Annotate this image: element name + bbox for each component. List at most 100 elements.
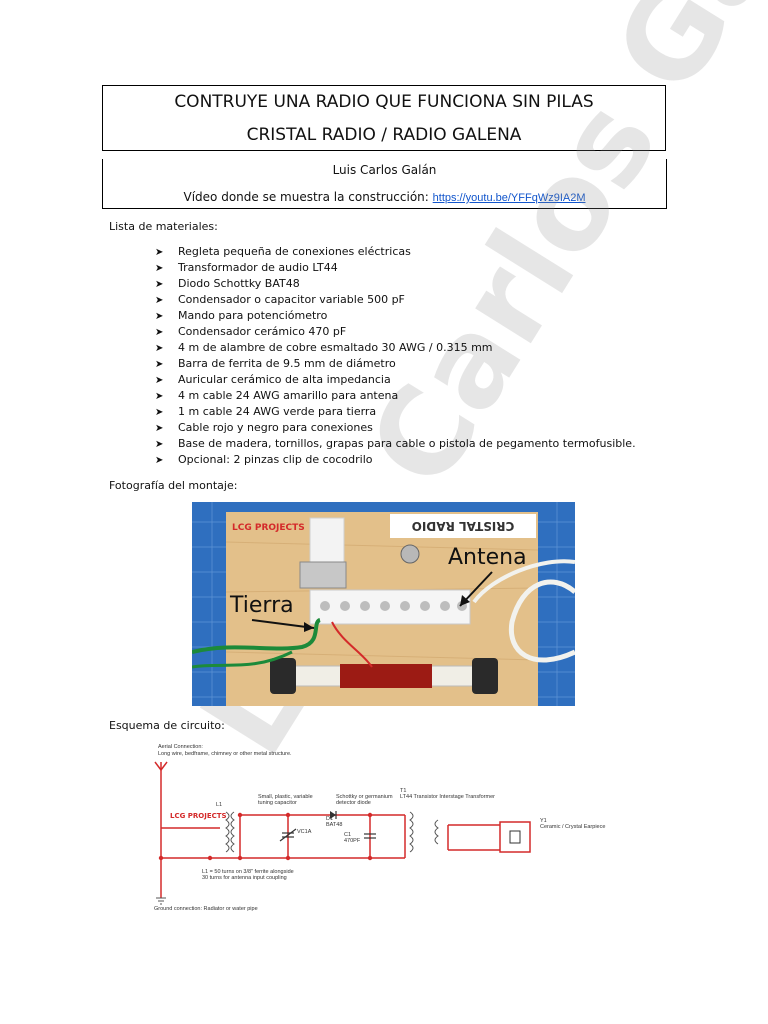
video-link[interactable]: https://youtu.be/YFFqWz9IA2M bbox=[432, 192, 586, 204]
list-item-text: Transformador de audio LT44 bbox=[178, 261, 338, 274]
arrow-bullet-icon: ➤ bbox=[155, 295, 164, 306]
arrow-bullet-icon: ➤ bbox=[155, 247, 164, 258]
arrow-bullet-icon: ➤ bbox=[155, 391, 164, 402]
list-item: ➤ Opcional: 2 pinzas clip de cocodrilo bbox=[155, 452, 636, 468]
ground-wire bbox=[192, 618, 322, 654]
list-item: ➤ 4 m de alambre de cobre esmaltado 30 AW… bbox=[155, 340, 636, 356]
right-clamp bbox=[472, 658, 498, 694]
list-item-text: Condensador o capacitor variable 500 pF bbox=[178, 293, 405, 306]
title-line-1: CONTRUYE UNA RADIO QUE FUNCIONA SIN PILA… bbox=[174, 92, 594, 112]
antenna-symbol bbox=[154, 761, 168, 858]
left-clamp bbox=[270, 658, 296, 694]
tierra-arrow bbox=[251, 619, 315, 629]
list-item-text: Base de madera, tornillos, grapas para c… bbox=[178, 437, 636, 450]
antenna-wire bbox=[508, 579, 575, 663]
earpiece-label: Ceramic / Crystal Earpiece bbox=[540, 824, 605, 830]
board-label: CRISTAL RADIO bbox=[412, 519, 515, 533]
schematic-heading: Esquema de circuito: bbox=[109, 719, 225, 732]
transformer-secondary bbox=[434, 819, 439, 845]
assembly-photo: CRISTAL RADIO LCG PROJECTS Tierra Antena bbox=[192, 502, 575, 706]
list-item-text: Condensador cerámico 470 pF bbox=[178, 325, 347, 338]
materials-heading: Lista de materiales: bbox=[109, 220, 218, 233]
aerial-desc: Long wire, bedframe, chimney or other me… bbox=[158, 751, 292, 757]
list-item: ➤ Auricular cerámico de alta impedancia bbox=[155, 372, 636, 388]
coil-note-1: L1 = 50 turns on 3/8" ferrite alongside bbox=[202, 869, 294, 875]
y1-label: Y1 bbox=[540, 818, 547, 824]
c1-label: C1 bbox=[344, 832, 351, 838]
author-name: Luis Carlos Galán bbox=[332, 163, 437, 177]
list-item: ➤ Cable rojo y negro para conexiones bbox=[155, 420, 636, 436]
list-item-text: Opcional: 2 pinzas clip de cocodrilo bbox=[178, 453, 373, 466]
list-item-text: Regleta pequeña de conexiones eléctricas bbox=[178, 245, 411, 258]
earpiece-symbol bbox=[499, 821, 531, 853]
knob bbox=[400, 544, 420, 564]
arrow-bullet-icon: ➤ bbox=[155, 375, 164, 386]
arrow-bullet-icon: ➤ bbox=[155, 263, 164, 274]
ground-symbol bbox=[156, 897, 166, 905]
red-wire bbox=[331, 621, 373, 668]
aerial-label: Aerial Connection: bbox=[158, 744, 203, 750]
tierra-label: Tierra bbox=[229, 593, 294, 618]
list-item-text: 4 m de alambre de cobre esmaltado 30 AWG… bbox=[178, 341, 493, 354]
arrow-bullet-icon: ➤ bbox=[155, 359, 164, 370]
d1-label: D1 bbox=[326, 816, 333, 822]
title-line-2: CRISTAL RADIO / RADIO GALENA bbox=[246, 125, 522, 145]
arrow-bullet-icon: ➤ bbox=[155, 327, 164, 338]
video-label: Vídeo donde se muestra la construcción: bbox=[183, 190, 429, 204]
cap-desc-2: tuning capacitor bbox=[258, 800, 297, 806]
variable-capacitor bbox=[299, 561, 347, 589]
junction-dots bbox=[158, 812, 373, 861]
label-strip bbox=[390, 514, 536, 538]
t1-label: T1 bbox=[400, 788, 406, 794]
transformer-primary bbox=[409, 811, 414, 853]
ground-label: Ground connection: Radiator or water pip… bbox=[154, 906, 258, 912]
diode-d1 bbox=[330, 811, 337, 819]
list-item: ➤ 4 m cable 24 AWG amarillo para antena bbox=[155, 388, 636, 404]
list-item: ➤ Barra de ferrita de 9.5 mm de diámetro bbox=[155, 356, 636, 372]
capacitor-vc1a bbox=[279, 828, 297, 842]
list-item-text: Auricular cerámico de alta impedancia bbox=[178, 373, 391, 386]
transformer-label: LT44 Transistor Interstage Transformer bbox=[400, 794, 495, 800]
list-item: ➤ 1 m cable 24 AWG verde para tierra bbox=[155, 404, 636, 420]
list-item: ➤ Regleta pequeña de conexiones eléctrica… bbox=[155, 244, 636, 260]
list-item-text: Mando para potenciómetro bbox=[178, 309, 328, 322]
list-item-text: Barra de ferrita de 9.5 mm de diámetro bbox=[178, 357, 396, 370]
arrow-bullet-icon: ➤ bbox=[155, 423, 164, 434]
photo-logo: LCG PROJECTS bbox=[232, 523, 305, 533]
arrow-bullet-icon: ➤ bbox=[155, 343, 164, 354]
schematic-logo: LCG PROJECTS bbox=[170, 812, 227, 820]
list-item: ➤ Condensador o capacitor variable 500 pF bbox=[155, 292, 636, 308]
arrow-bullet-icon: ➤ bbox=[155, 439, 164, 450]
list-item: ➤ Diodo Schottky BAT48 bbox=[155, 276, 636, 292]
arrow-bullet-icon: ➤ bbox=[155, 279, 164, 290]
circuit-schematic: Aerial Connection: Long wire, bedframe, … bbox=[154, 744, 605, 912]
l1-label: L1 bbox=[216, 802, 222, 808]
list-item-text: Diodo Schottky BAT48 bbox=[178, 277, 300, 290]
materials-list: ➤ Regleta pequeña de conexiones eléctrica… bbox=[155, 244, 636, 468]
photo-heading: Fotografía del montaje: bbox=[109, 479, 238, 492]
antena-label: Antena bbox=[448, 545, 527, 570]
title-box: CONTRUYE UNA RADIO QUE FUNCIONA SIN PILA… bbox=[102, 85, 666, 151]
diode-desc-1: Schottky or germanium bbox=[336, 794, 393, 800]
arrow-bullet-icon: ➤ bbox=[155, 455, 164, 466]
cap-desc-1: Small, plastic, variable bbox=[258, 794, 313, 800]
list-item-text: 1 m cable 24 AWG verde para tierra bbox=[178, 405, 377, 418]
list-item: ➤ Condensador cerámico 470 pF bbox=[155, 324, 636, 340]
author-box: Luis Carlos Galán Vídeo donde se muestra… bbox=[102, 159, 667, 209]
coil-note-2: 30 turns for antenna input coupling bbox=[202, 875, 287, 881]
arrow-bullet-icon: ➤ bbox=[155, 311, 164, 322]
list-item: ➤ Transformador de audio LT44 bbox=[155, 260, 636, 276]
vc1a-label: VC1A bbox=[297, 829, 312, 835]
list-item-text: 4 m cable 24 AWG amarillo para antena bbox=[178, 389, 399, 402]
capacitor-c1 bbox=[364, 833, 376, 839]
video-line: Vídeo donde se muestra la construcción: … bbox=[103, 190, 666, 204]
coil-l1 bbox=[225, 811, 230, 853]
c1-value-label: 470PF bbox=[344, 838, 361, 844]
arrow-bullet-icon: ➤ bbox=[155, 407, 164, 418]
list-item: ➤ Base de madera, tornillos, grapas para … bbox=[155, 436, 636, 452]
copper-coil bbox=[340, 664, 432, 688]
list-item: ➤ Mando para potenciómetro bbox=[155, 308, 636, 324]
terminal-block-top bbox=[309, 517, 345, 563]
list-item-text: Cable rojo y negro para conexiones bbox=[178, 421, 373, 434]
bat48-label: BAT48 bbox=[326, 822, 342, 828]
